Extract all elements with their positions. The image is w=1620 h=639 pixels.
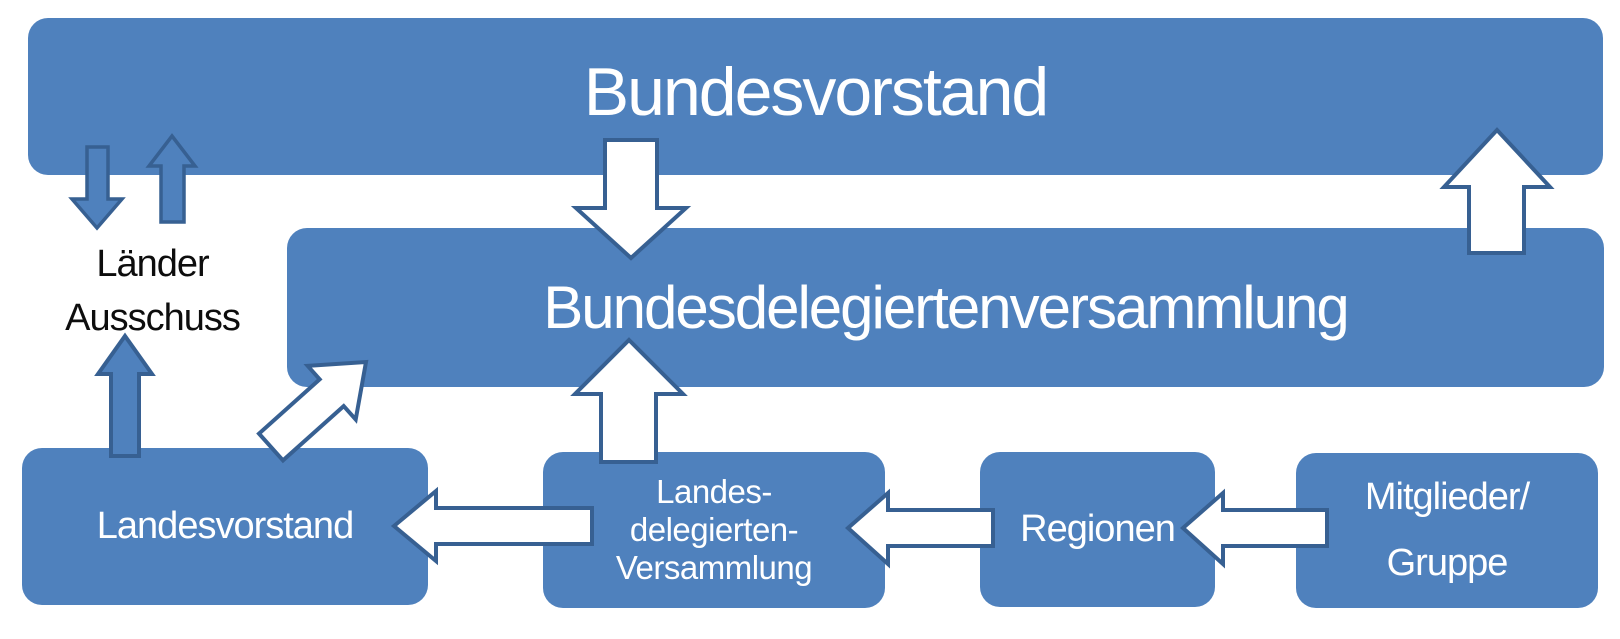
label-laender-ausschuss-line2: Ausschuss	[65, 296, 241, 339]
arrow-landesvorstand-to-laender-ausschuss-up-icon	[94, 332, 156, 458]
node-landes-delegierten-versammlung: Landes- delegierten- Versammlung	[543, 452, 885, 608]
label-laender-ausschuss: Länder Ausschuss	[35, 238, 270, 346]
node-ldv-line2: delegierten-	[629, 511, 799, 549]
node-landesvorstand: Landesvorstand	[22, 448, 428, 605]
node-mitglieder-gruppe: Mitglieder/ Gruppe	[1296, 453, 1598, 608]
node-landesvorstand-label: Landesvorstand	[96, 505, 354, 547]
node-mitglieder-line1: Mitglieder/	[1364, 476, 1530, 519]
node-ldv-line3: Versammlung	[615, 548, 813, 586]
node-bundesdelegiertenversammlung: Bundesdelegiertenversammlung	[287, 228, 1604, 387]
node-mitglieder-line2: Gruppe	[1386, 541, 1509, 584]
node-regionen-label: Regionen	[1020, 508, 1176, 550]
node-ldv-line1: Landes-	[656, 473, 772, 511]
node-bundesvorstand-label: Bundesvorstand	[583, 53, 1049, 130]
node-regionen: Regionen	[980, 452, 1215, 607]
label-laender-ausschuss-line1: Länder	[96, 243, 209, 285]
node-bundesvorstand: Bundesvorstand	[28, 18, 1603, 175]
node-bundesdelegiertenversammlung-label: Bundesdelegiertenversammlung	[543, 274, 1350, 341]
